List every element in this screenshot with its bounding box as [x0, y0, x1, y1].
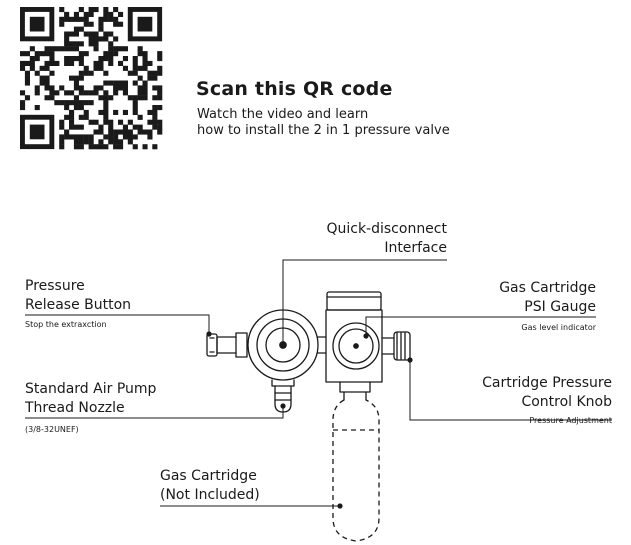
note-psi-gauge: Gas level indicator [521, 323, 596, 332]
qr-heading: Scan this QR code [196, 78, 393, 100]
qr-description-line2: how to install the 2 in 1 pressure valve [197, 123, 450, 138]
gas-cartridge-outline [332, 399, 380, 542]
label-psi-gauge: Gas Cartridge PSI Gauge [499, 280, 596, 315]
label-control-knob: Cartridge Pressure Control Knob [482, 375, 612, 410]
leader-air-pump [25, 406, 284, 419]
note-pressure-release: Stop the extraxction [25, 320, 107, 329]
gauge-housing [325, 309, 383, 383]
leader-control-knob [409, 360, 612, 421]
leader-pressure-release [25, 314, 210, 334]
label-air-pump: Standard Air Pump Thread Nozzle [25, 381, 157, 416]
psi-gauge-dial [332, 322, 380, 370]
left-connector [216, 332, 248, 358]
label-quick-disconnect: Quick-disconnect Interface [326, 221, 447, 256]
note-air-pump: (3/8-32UNEF) [25, 425, 79, 434]
label-gas-cartridge: Gas Cartridge (Not Included) [160, 468, 260, 503]
qr-description-line1: Watch the video and learn [197, 107, 369, 122]
note-control-knob: Pressure Adjustment [529, 416, 612, 425]
label-pressure-release: Pressure Release Button [25, 278, 132, 313]
air-pump-nozzle [271, 379, 295, 387]
gauge-housing-top [326, 291, 382, 311]
control-knob [393, 331, 411, 361]
release-button-cap [206, 333, 218, 357]
leader-quick-disconnect [282, 259, 447, 345]
leader-psi-gauge [365, 316, 596, 336]
